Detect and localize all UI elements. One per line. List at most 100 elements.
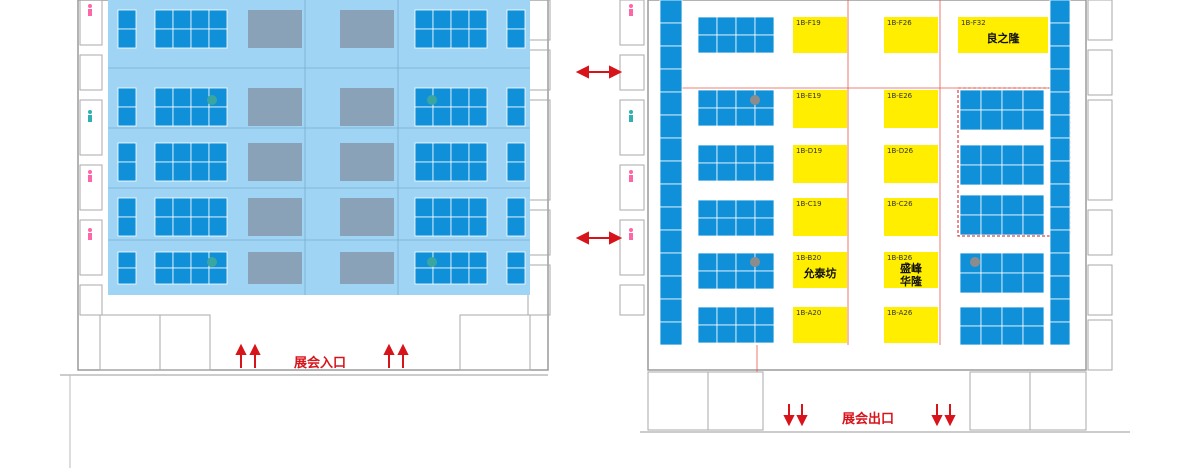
booth-id: 1B-C19	[796, 200, 822, 208]
booth-cell	[980, 194, 1003, 216]
booth-cell	[432, 161, 452, 182]
booth-cell	[1049, 0, 1071, 24]
booth-cell	[468, 9, 488, 30]
booth-cell	[735, 324, 756, 344]
booth-cell	[154, 267, 174, 285]
booth-cell	[754, 34, 775, 54]
booth-cell	[432, 28, 452, 49]
booth-shape	[884, 307, 938, 343]
left-hall-wall	[77, 0, 549, 371]
booth-cell	[414, 9, 434, 30]
booth-cell	[659, 206, 683, 231]
booth-cell	[716, 306, 737, 326]
booth-cell	[414, 216, 434, 237]
booth-cell	[468, 267, 488, 285]
booth-cell	[980, 144, 1003, 166]
yellow-booth: 1B-E19	[793, 90, 847, 128]
booth-cell	[959, 325, 982, 346]
booth-cell	[1001, 272, 1024, 294]
right-hall-wall	[647, 0, 1087, 371]
left-booth-block	[414, 87, 488, 127]
gray-booth	[340, 10, 394, 48]
left-hall-aisle-lines	[108, 0, 530, 295]
booth-cell	[172, 216, 192, 237]
booth-cell	[414, 106, 434, 127]
booth-cell	[190, 267, 210, 285]
booth-cell	[1049, 298, 1071, 323]
booth-cell	[980, 306, 1003, 327]
pillar-icon	[750, 95, 760, 105]
booth-cell	[1049, 68, 1071, 93]
left-hall	[60, 0, 551, 468]
left-edge-booth	[117, 87, 137, 127]
booth-cell	[1001, 144, 1024, 166]
booth-cell	[1049, 114, 1071, 139]
booth-cell	[208, 197, 228, 218]
booth-cell	[506, 9, 526, 30]
booth-id: 1B-F26	[887, 19, 912, 27]
restroom-icon	[88, 228, 92, 240]
booth-cell	[172, 87, 192, 108]
booth-cell	[117, 142, 137, 163]
booth-cell	[659, 229, 683, 254]
booth-cell	[1001, 89, 1024, 111]
booth-cell	[450, 28, 470, 49]
booth-id: 1B-A26	[887, 309, 913, 317]
booth-cell	[1049, 137, 1071, 162]
booth-cell	[1001, 214, 1024, 236]
booth-name: 允泰坊	[803, 266, 837, 280]
booth-id: 1B-E19	[796, 92, 821, 100]
booth-cell	[716, 144, 737, 164]
booth-cell	[172, 9, 192, 30]
booth-cell	[697, 199, 718, 219]
booth-cell	[697, 162, 718, 182]
booth-cell	[980, 214, 1003, 236]
gray-booth	[340, 88, 394, 126]
right-hall-right-column	[1049, 0, 1071, 346]
booth-cell	[735, 34, 756, 54]
right-zone-block	[959, 144, 1045, 186]
left-booth-block	[414, 251, 488, 285]
right-edge-booth	[506, 197, 526, 237]
restroom-icon	[629, 170, 633, 182]
booth-cell	[468, 87, 488, 108]
booth-cell	[697, 217, 718, 237]
booth-cell	[172, 106, 192, 127]
booth-shape	[793, 145, 847, 183]
booth-cell	[172, 251, 192, 269]
booth-cell	[735, 306, 756, 326]
booth-cell	[754, 199, 775, 219]
left-booth-block	[154, 87, 228, 127]
booth-cell	[190, 142, 210, 163]
booth-cell	[468, 106, 488, 127]
booth-cell	[468, 197, 488, 218]
booth-cell	[980, 164, 1003, 186]
booth-cell	[1049, 321, 1071, 346]
gray-booth	[248, 252, 302, 284]
booth-cell	[659, 275, 683, 300]
booth-name: 华隆	[900, 274, 923, 288]
booth-cell	[697, 252, 718, 272]
booth-cell	[1049, 91, 1071, 116]
left-edge-booth	[117, 197, 137, 237]
right-edge-booth	[506, 142, 526, 182]
left-booth-block	[414, 197, 488, 237]
booth-cell	[959, 144, 982, 166]
yellow-booth: 1B-C19	[793, 198, 847, 236]
booth-shape	[793, 17, 847, 53]
booth-cell	[414, 161, 434, 182]
booth-shape	[884, 252, 938, 288]
booth-cell	[154, 251, 174, 269]
booth-cell	[735, 16, 756, 36]
booth-cell	[506, 267, 526, 285]
booth-cell	[659, 160, 683, 185]
booth-id: 1B-D19	[796, 147, 822, 155]
booth-cell	[432, 267, 452, 285]
booth-cell	[450, 142, 470, 163]
booth-cell	[154, 161, 174, 182]
booth-cell	[506, 216, 526, 237]
booth-cell	[1001, 164, 1024, 186]
booth-cell	[697, 270, 718, 290]
booth-cell	[716, 162, 737, 182]
booth-cell	[450, 216, 470, 237]
